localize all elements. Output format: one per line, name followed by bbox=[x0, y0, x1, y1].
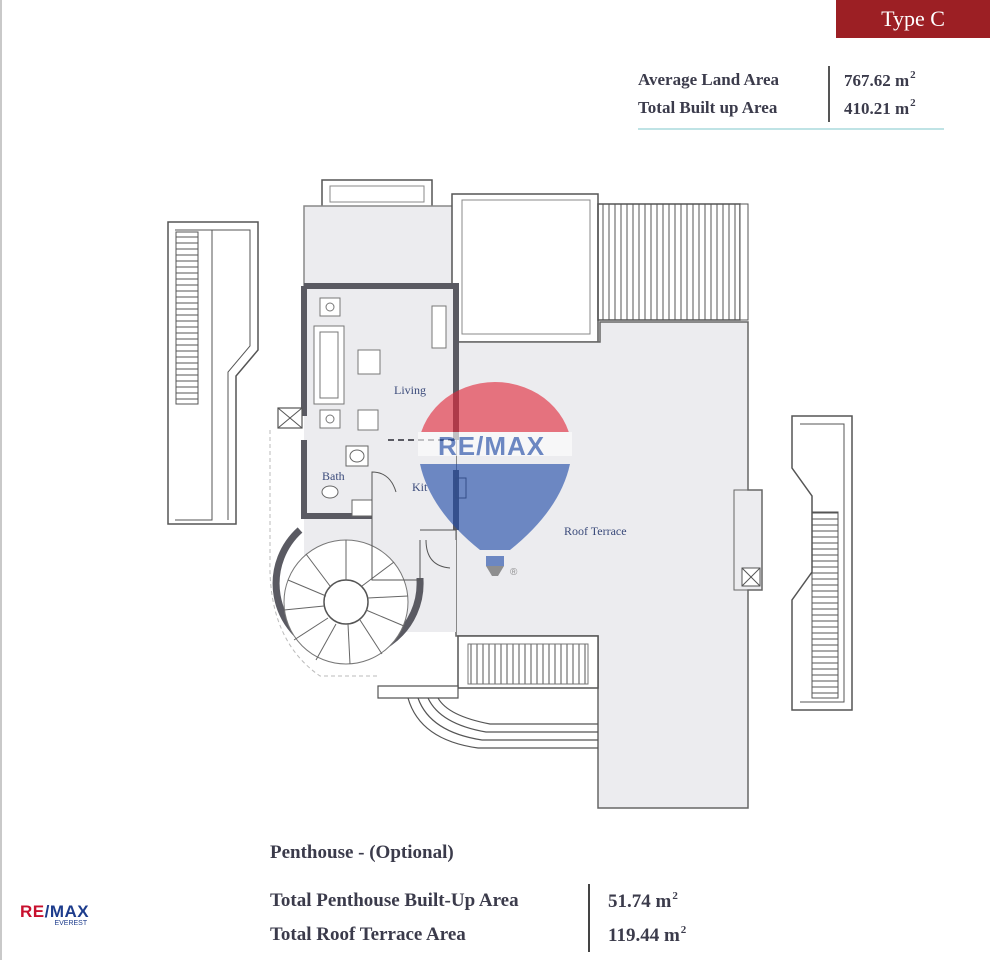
penthouse-row-built: Total Penthouse Built-Up Area 51.74 m2 bbox=[270, 884, 728, 918]
bath-fixtures bbox=[321, 445, 373, 517]
penthouse-divider bbox=[588, 884, 590, 918]
penthouse-title: Penthouse - (Optional) bbox=[270, 842, 454, 863]
type-badge: Type C bbox=[836, 0, 990, 38]
penthouse-value-unit-sup: 2 bbox=[680, 923, 687, 936]
area-value-text: 767.62 m bbox=[844, 71, 910, 90]
area-value-unit-sup: 2 bbox=[910, 97, 916, 109]
right-staircase bbox=[791, 415, 853, 711]
area-row-built: Total Built up Area 410.21 m2 bbox=[638, 94, 944, 122]
area-summary: Average Land Area 767.62 m2 Total Built … bbox=[638, 66, 944, 130]
page-left-border bbox=[0, 0, 2, 960]
penthouse-label: Total Roof Terrace Area bbox=[270, 924, 466, 945]
lower-pergola bbox=[377, 635, 599, 749]
area-underline bbox=[638, 128, 944, 130]
penthouse-divider bbox=[588, 918, 590, 952]
area-label: Total Built up Area bbox=[638, 98, 778, 117]
logo-subtitle: EVEREST bbox=[54, 920, 88, 927]
logo-re: RE bbox=[20, 902, 45, 921]
area-row-land: Average Land Area 767.62 m2 bbox=[638, 66, 944, 94]
penthouse-label: Total Penthouse Built-Up Area bbox=[270, 890, 519, 911]
balloon-watermark-text: RE/MAX bbox=[438, 431, 545, 461]
room-label-roof-terrace: Roof Terrace bbox=[564, 524, 627, 538]
room-label-bath: Bath bbox=[322, 469, 345, 483]
penthouse-value-text: 119.44 m bbox=[608, 924, 680, 946]
penthouse-value-unit-sup: 2 bbox=[672, 889, 678, 902]
area-value: 410.21 m2 bbox=[844, 97, 944, 119]
room-label-kitchen: Kit bbox=[412, 480, 428, 494]
remax-everest-logo: RE/MAX EVEREST bbox=[20, 903, 89, 928]
area-value: 767.62 m2 bbox=[844, 69, 944, 91]
area-value-text: 410.21 m bbox=[844, 99, 910, 118]
room-label-living: Living bbox=[394, 383, 426, 397]
area-value-unit-sup: 2 bbox=[910, 69, 916, 81]
top-balcony bbox=[303, 179, 457, 289]
penthouse-value: 119.44 m2 bbox=[608, 924, 728, 947]
logo-wordmark: RE/MAX bbox=[20, 903, 89, 920]
remax-balloon-watermark: RE/MAX ® bbox=[418, 382, 572, 578]
pergola bbox=[451, 193, 749, 343]
left-staircase bbox=[167, 221, 259, 525]
penthouse-row-terrace: Total Roof Terrace Area 119.44 m2 bbox=[270, 918, 728, 952]
terrace-bay bbox=[733, 489, 763, 591]
bath-door-swing bbox=[371, 471, 397, 516]
logo-max: MAX bbox=[49, 902, 90, 921]
penthouse-value-text: 51.74 m bbox=[608, 890, 672, 912]
living-furniture bbox=[313, 297, 447, 431]
area-label: Average Land Area bbox=[638, 70, 780, 89]
area-divider bbox=[828, 94, 830, 122]
balloon-registered-mark: ® bbox=[510, 567, 518, 578]
penthouse-area-table: Total Penthouse Built-Up Area 51.74 m2 T… bbox=[270, 884, 728, 952]
logo-slash: / bbox=[44, 902, 50, 921]
penthouse-value: 51.74 m2 bbox=[608, 890, 728, 913]
spiral-staircase bbox=[269, 430, 424, 677]
area-divider bbox=[828, 66, 830, 94]
